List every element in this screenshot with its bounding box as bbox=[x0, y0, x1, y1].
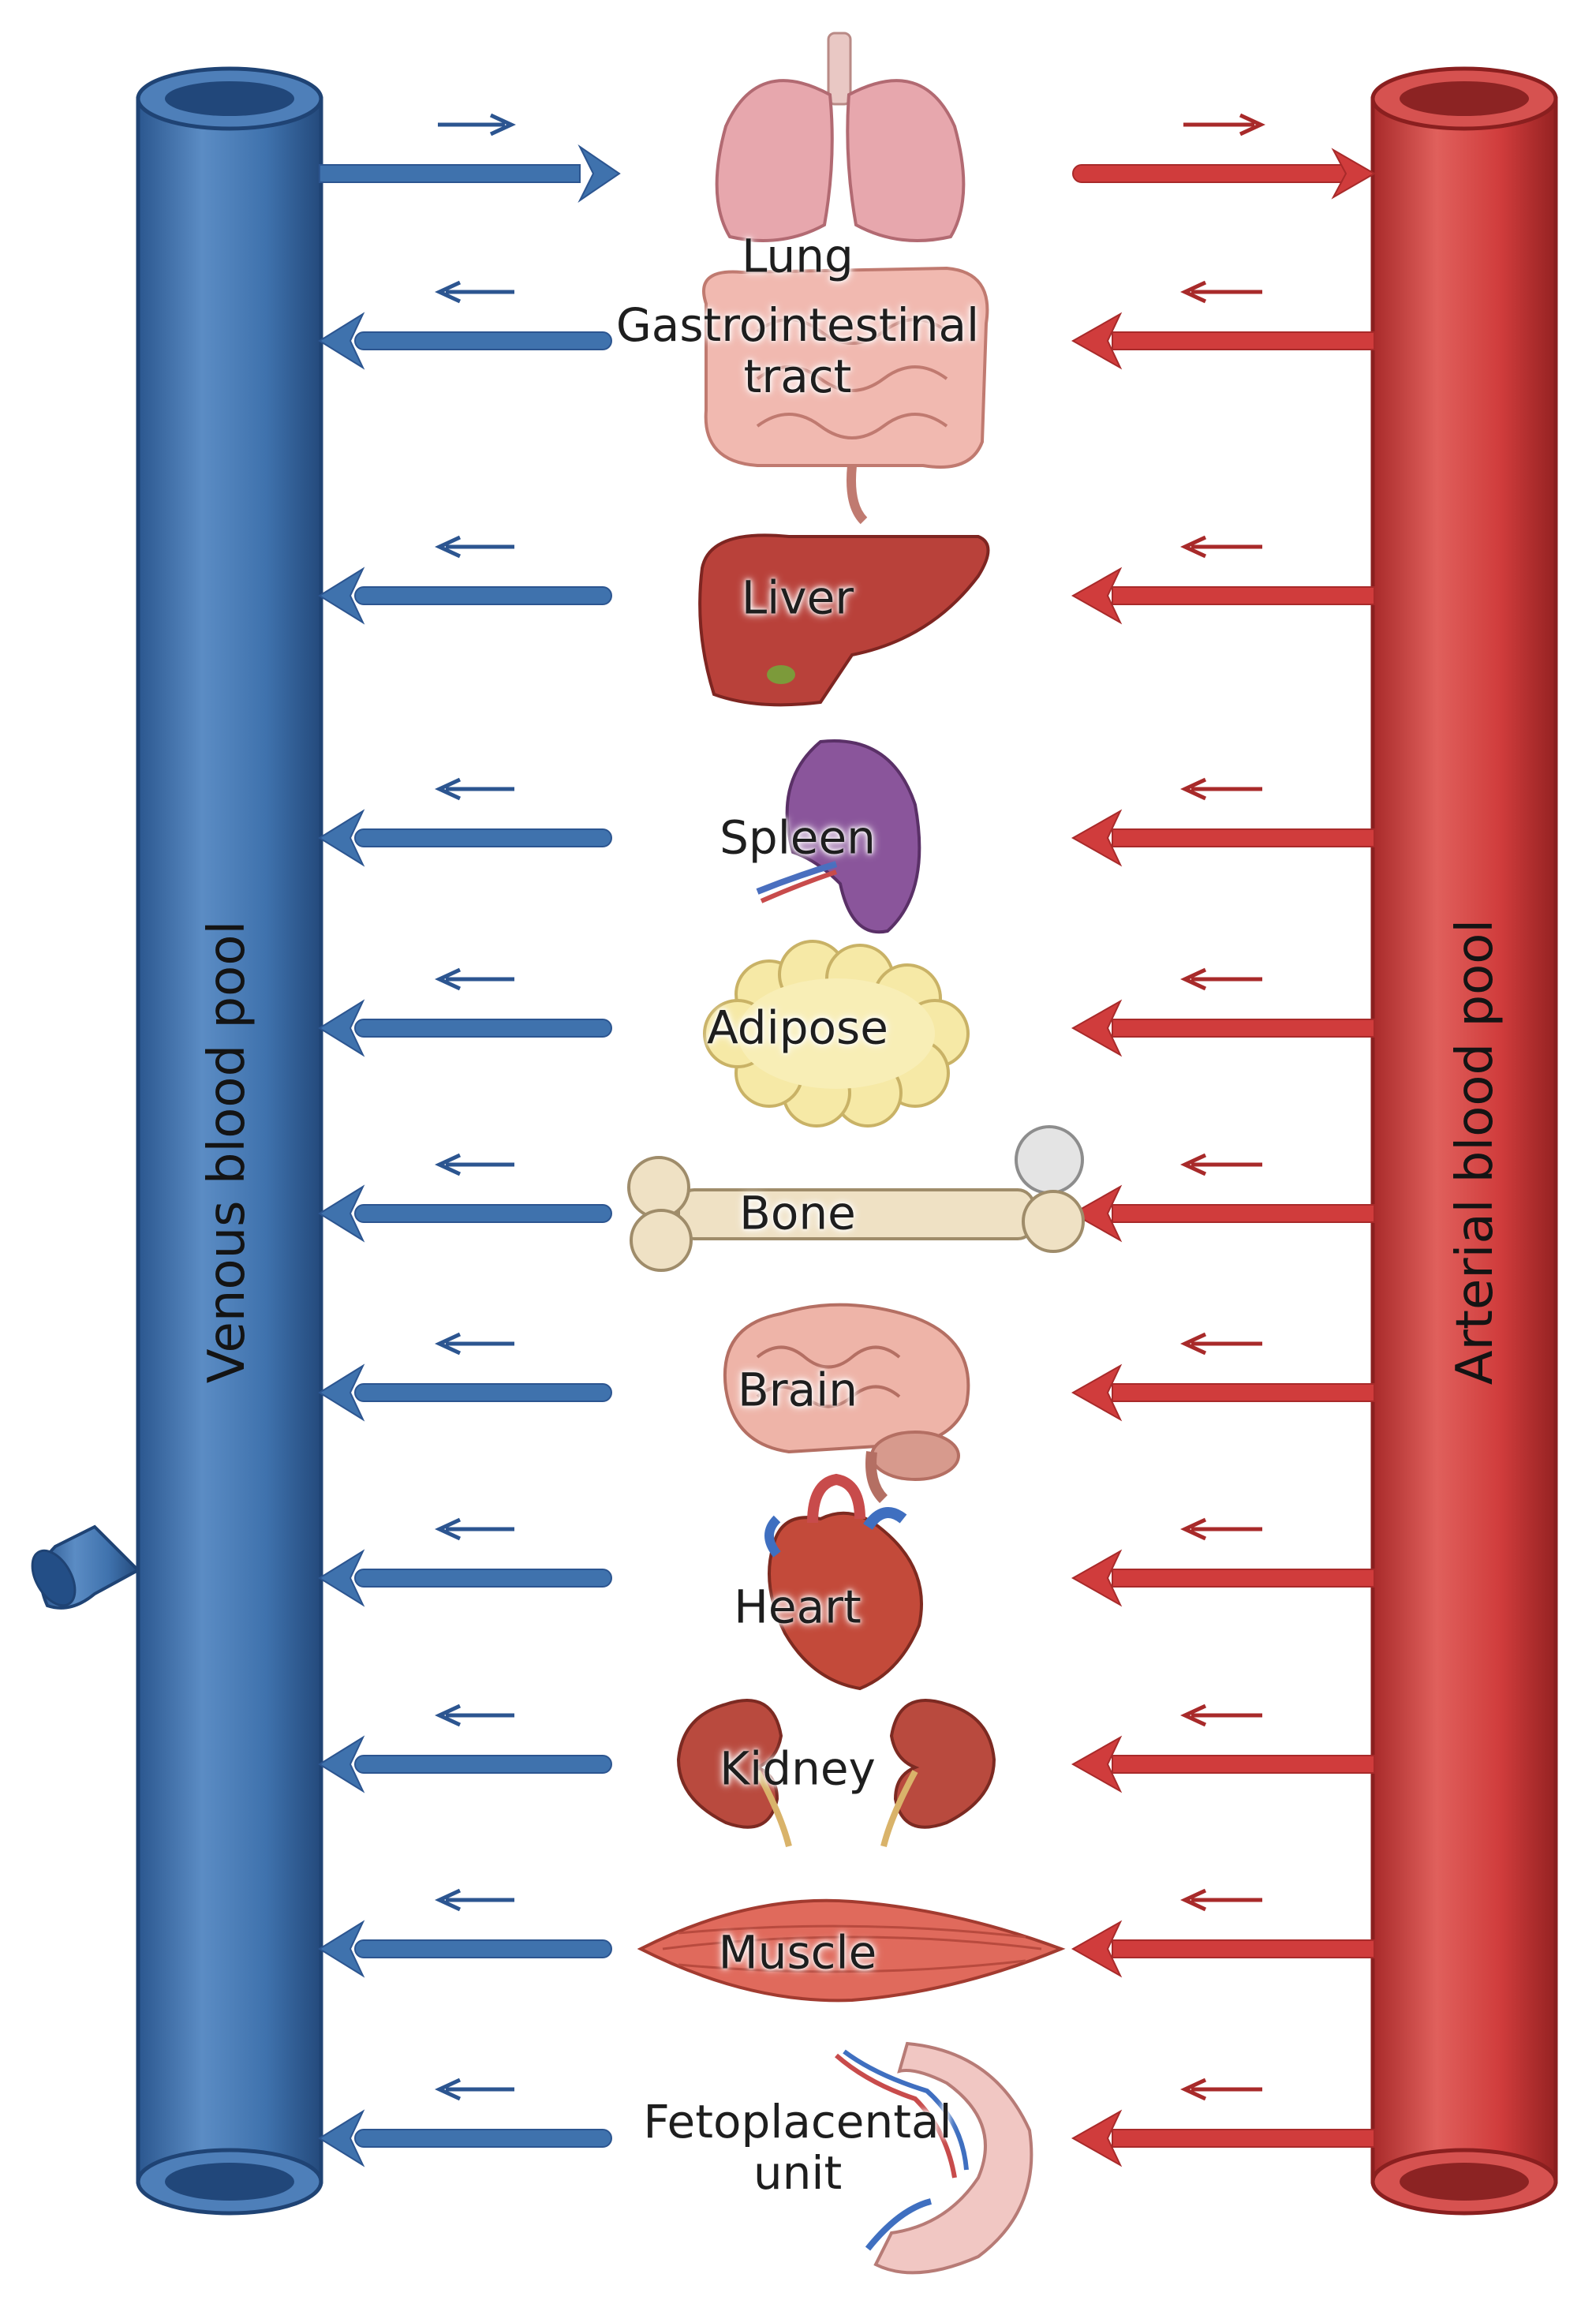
liver-flow bbox=[318, 535, 1375, 625]
gi-tract-flow bbox=[318, 280, 1375, 370]
adipose-flow bbox=[318, 967, 1375, 1057]
placenta-icon bbox=[835, 2041, 1033, 2275]
kidney-icon bbox=[676, 1699, 996, 1847]
bone-icon bbox=[627, 1125, 1085, 1272]
heart-flow bbox=[318, 1517, 1375, 1607]
fetoplacental-flow bbox=[318, 2078, 1375, 2167]
bone-flow bbox=[318, 1153, 1375, 1243]
heart-icon bbox=[764, 1473, 923, 1691]
flow-arrows bbox=[318, 113, 1377, 2167]
kidney-flow bbox=[318, 1704, 1375, 1793]
venous-vessel bbox=[31, 66, 323, 2216]
intestine-icon bbox=[702, 266, 989, 525]
spleen-icon bbox=[756, 739, 921, 934]
lungs-icon bbox=[715, 32, 966, 242]
adipose-icon bbox=[703, 940, 970, 1128]
spleen-flow bbox=[318, 777, 1375, 867]
brain-icon bbox=[723, 1303, 970, 1503]
arterial-vessel bbox=[1370, 66, 1558, 2216]
muscle-icon bbox=[637, 1898, 1066, 2003]
brain-flow bbox=[318, 1332, 1375, 1422]
liver-icon bbox=[698, 533, 990, 707]
organ-icons bbox=[627, 32, 1085, 2275]
muscle-flow bbox=[318, 1888, 1375, 1978]
lung-flow bbox=[319, 113, 1377, 203]
